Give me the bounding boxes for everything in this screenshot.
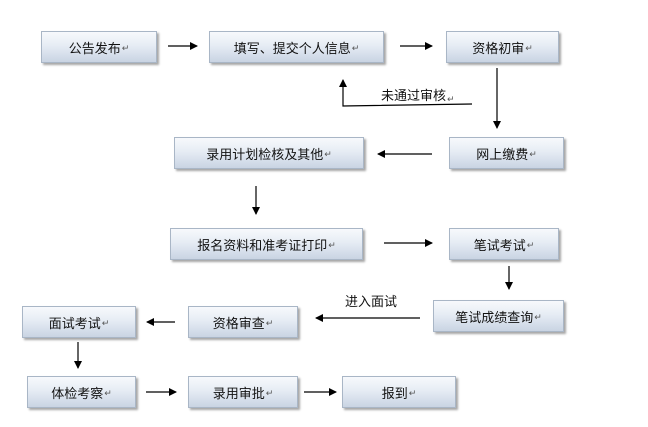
node-announcement-label: 公告发布 (68, 41, 121, 57)
edge-label-enter-interview: 进入面试 (345, 295, 398, 310)
node-written-exam: 笔试考试↵ (449, 228, 559, 260)
node-qualification-initial-review-label: 资格初审 (472, 41, 525, 57)
edge-label-review-failed: 未通过审核↵ (381, 89, 455, 105)
node-print-materials-admission-ticket: 报名资料和准考证打印↵ (170, 228, 363, 260)
node-written-score-query: 笔试成绩查询↵ (433, 300, 564, 332)
node-report-for-duty-label: 报到 (381, 386, 408, 402)
node-report-for-duty: 报到↵ (342, 376, 456, 408)
node-written-exam-label: 笔试考试 (473, 238, 526, 254)
node-qualification-review: 资格审查↵ (188, 306, 298, 338)
node-announcement: 公告发布↵ (41, 31, 157, 63)
node-written-score-query-label: 笔试成绩查询 (455, 310, 534, 326)
node-admission-plan-check: 录用计划检核及其他↵ (174, 137, 364, 169)
node-online-payment-label: 网上缴费 (476, 147, 529, 163)
node-hiring-approval: 录用审批↵ (188, 376, 298, 408)
node-fill-submit-info: 填写、提交个人信息↵ (209, 31, 384, 63)
node-physical-inspection: 体检考察↵ (27, 376, 136, 408)
node-interview: 面试考试↵ (22, 306, 136, 338)
node-admission-plan-check-label: 录用计划检核及其他 (206, 147, 324, 163)
node-hiring-approval-label: 录用审批 (212, 386, 265, 402)
node-fill-submit-info-label: 填写、提交个人信息 (233, 41, 351, 57)
arrow-review-failed-return (339, 79, 473, 107)
node-qualification-initial-review: 资格初审↵ (446, 31, 559, 63)
node-physical-inspection-label: 体检考察 (51, 386, 104, 402)
node-qualification-review-label: 资格审查 (212, 316, 265, 332)
node-print-materials-admission-ticket-label: 报名资料和准考证打印 (197, 238, 328, 254)
node-interview-label: 面试考试 (48, 316, 101, 332)
node-online-payment: 网上缴费↵ (449, 137, 564, 169)
